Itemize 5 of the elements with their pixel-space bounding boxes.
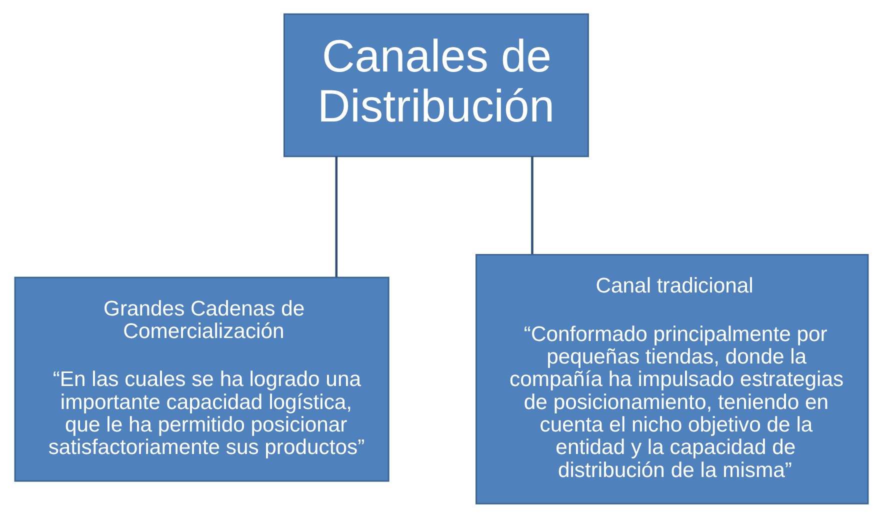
node-box: Grandes Cadenas de Comercialización “En las cuales se ha logrado una importante capacidad logística, que le ha permitido posicionar satisfactoriamente sus productos” xyxy=(14,276,390,482)
node-box: Canales de Distribución xyxy=(283,13,589,158)
connector xyxy=(335,156,338,278)
connector xyxy=(531,156,534,254)
node-box: Canal tradicional “Conformado principalmente por pequeñas tiendas, donde la compañía ha impulsado estrategias de posicionamiento, teniendo en cuenta el nicho objetivo de la entidad y la capacidad de distribución de la misma” xyxy=(476,254,869,504)
